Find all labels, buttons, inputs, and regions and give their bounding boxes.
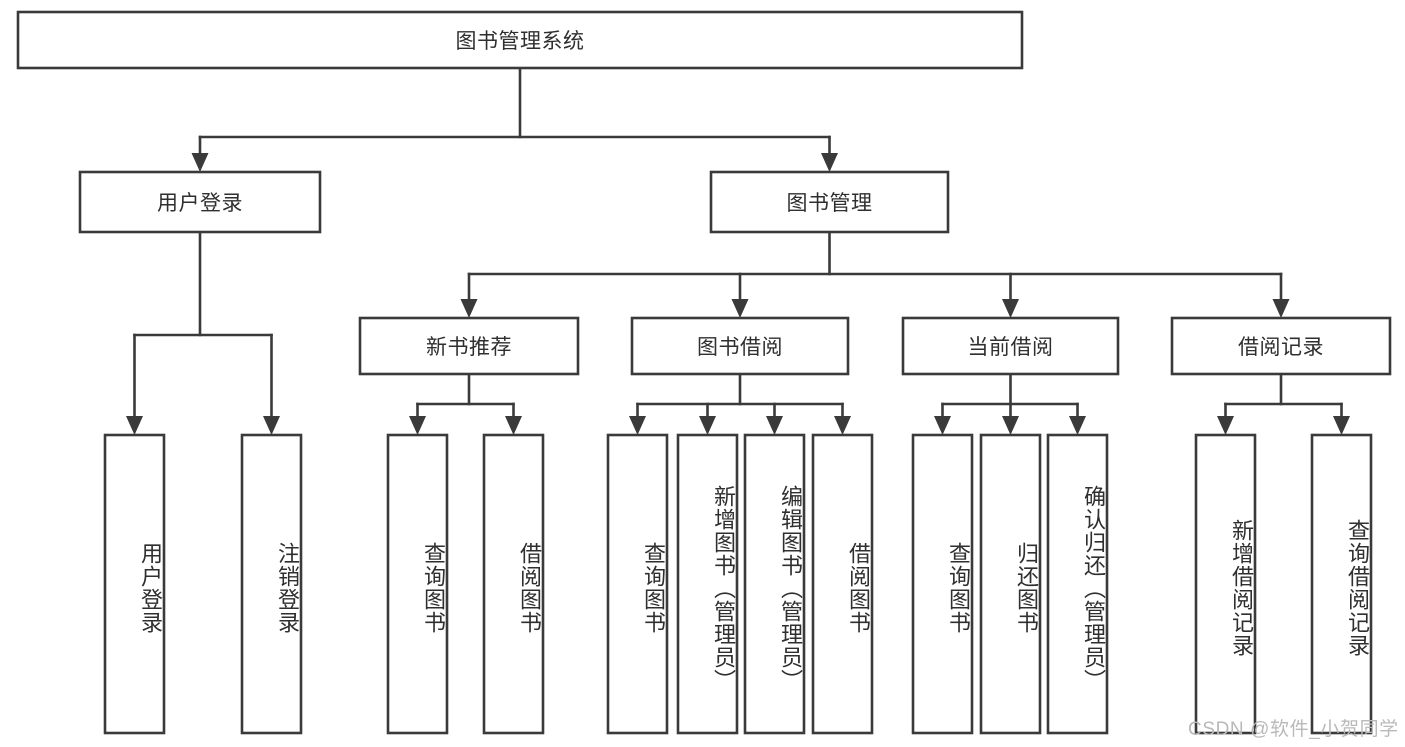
connector-current-to-leaves <box>934 372 1086 435</box>
arrowhead-icon <box>1002 299 1019 318</box>
connector-borrow-to-leaves <box>629 372 851 435</box>
arrowhead-icon <box>699 416 716 435</box>
arrowhead-icon <box>409 416 426 435</box>
node-box-borrow-record[interactable] <box>1170 316 1392 376</box>
arrowhead-icon <box>1333 416 1350 435</box>
node-box-leaf-edit-book[interactable] <box>743 433 806 735</box>
node-box-current-borrow[interactable] <box>901 316 1120 376</box>
arrowhead-icon <box>505 416 522 435</box>
node-box-leaf-add-book[interactable] <box>676 433 739 735</box>
node-box-new-book-recommend[interactable] <box>358 316 580 376</box>
node-box-leaf-confirm-return[interactable] <box>1046 433 1109 735</box>
connector-recommend-to-leaves <box>409 372 522 435</box>
node-box-leaf-borrow-book-1[interactable] <box>482 433 545 735</box>
arrowhead-icon <box>1217 416 1234 435</box>
node-box-leaf-user-login[interactable] <box>103 433 166 735</box>
arrowhead-icon <box>460 299 478 318</box>
connector-root-to-level2 <box>191 66 838 172</box>
node-box-user-login[interactable] <box>78 170 322 234</box>
connectors-layer <box>126 66 1350 435</box>
node-box-book-borrow[interactable] <box>630 316 850 376</box>
node-box-leaf-add-record[interactable] <box>1194 433 1257 735</box>
node-box-leaf-return-book[interactable] <box>979 433 1042 735</box>
node-box-leaf-query-book-1[interactable] <box>386 433 449 735</box>
arrowhead-icon <box>1272 299 1290 318</box>
node-box-root[interactable] <box>16 10 1024 70</box>
node-box-book-manage[interactable] <box>709 170 950 234</box>
connector-userlogin-to-leaves <box>126 230 280 435</box>
watermark-text: CSDN @软件_小贺同学 <box>1188 719 1399 740</box>
node-box-leaf-query-book-3[interactable] <box>911 433 974 735</box>
node-box-leaf-borrow-book-2[interactable] <box>811 433 874 735</box>
arrowhead-icon <box>766 416 783 435</box>
arrowhead-icon <box>1002 416 1019 435</box>
boxes-layer <box>16 10 1392 735</box>
arrowhead-icon <box>731 299 749 318</box>
arrowhead-icon <box>263 416 280 435</box>
node-box-leaf-logout[interactable] <box>240 433 303 735</box>
connector-record-to-leaves <box>1217 372 1350 435</box>
arrowhead-icon <box>1069 416 1086 435</box>
arrowhead-icon <box>629 416 646 435</box>
arrowhead-icon <box>934 416 951 435</box>
node-box-leaf-query-book-2[interactable] <box>606 433 669 735</box>
arrowhead-icon <box>821 153 838 172</box>
arrowhead-icon <box>191 153 209 172</box>
arrowhead-icon <box>834 416 851 435</box>
arrowhead-icon <box>126 416 143 435</box>
connector-bookmanage-to-level3 <box>460 230 1290 318</box>
node-box-leaf-query-record[interactable] <box>1310 433 1373 735</box>
